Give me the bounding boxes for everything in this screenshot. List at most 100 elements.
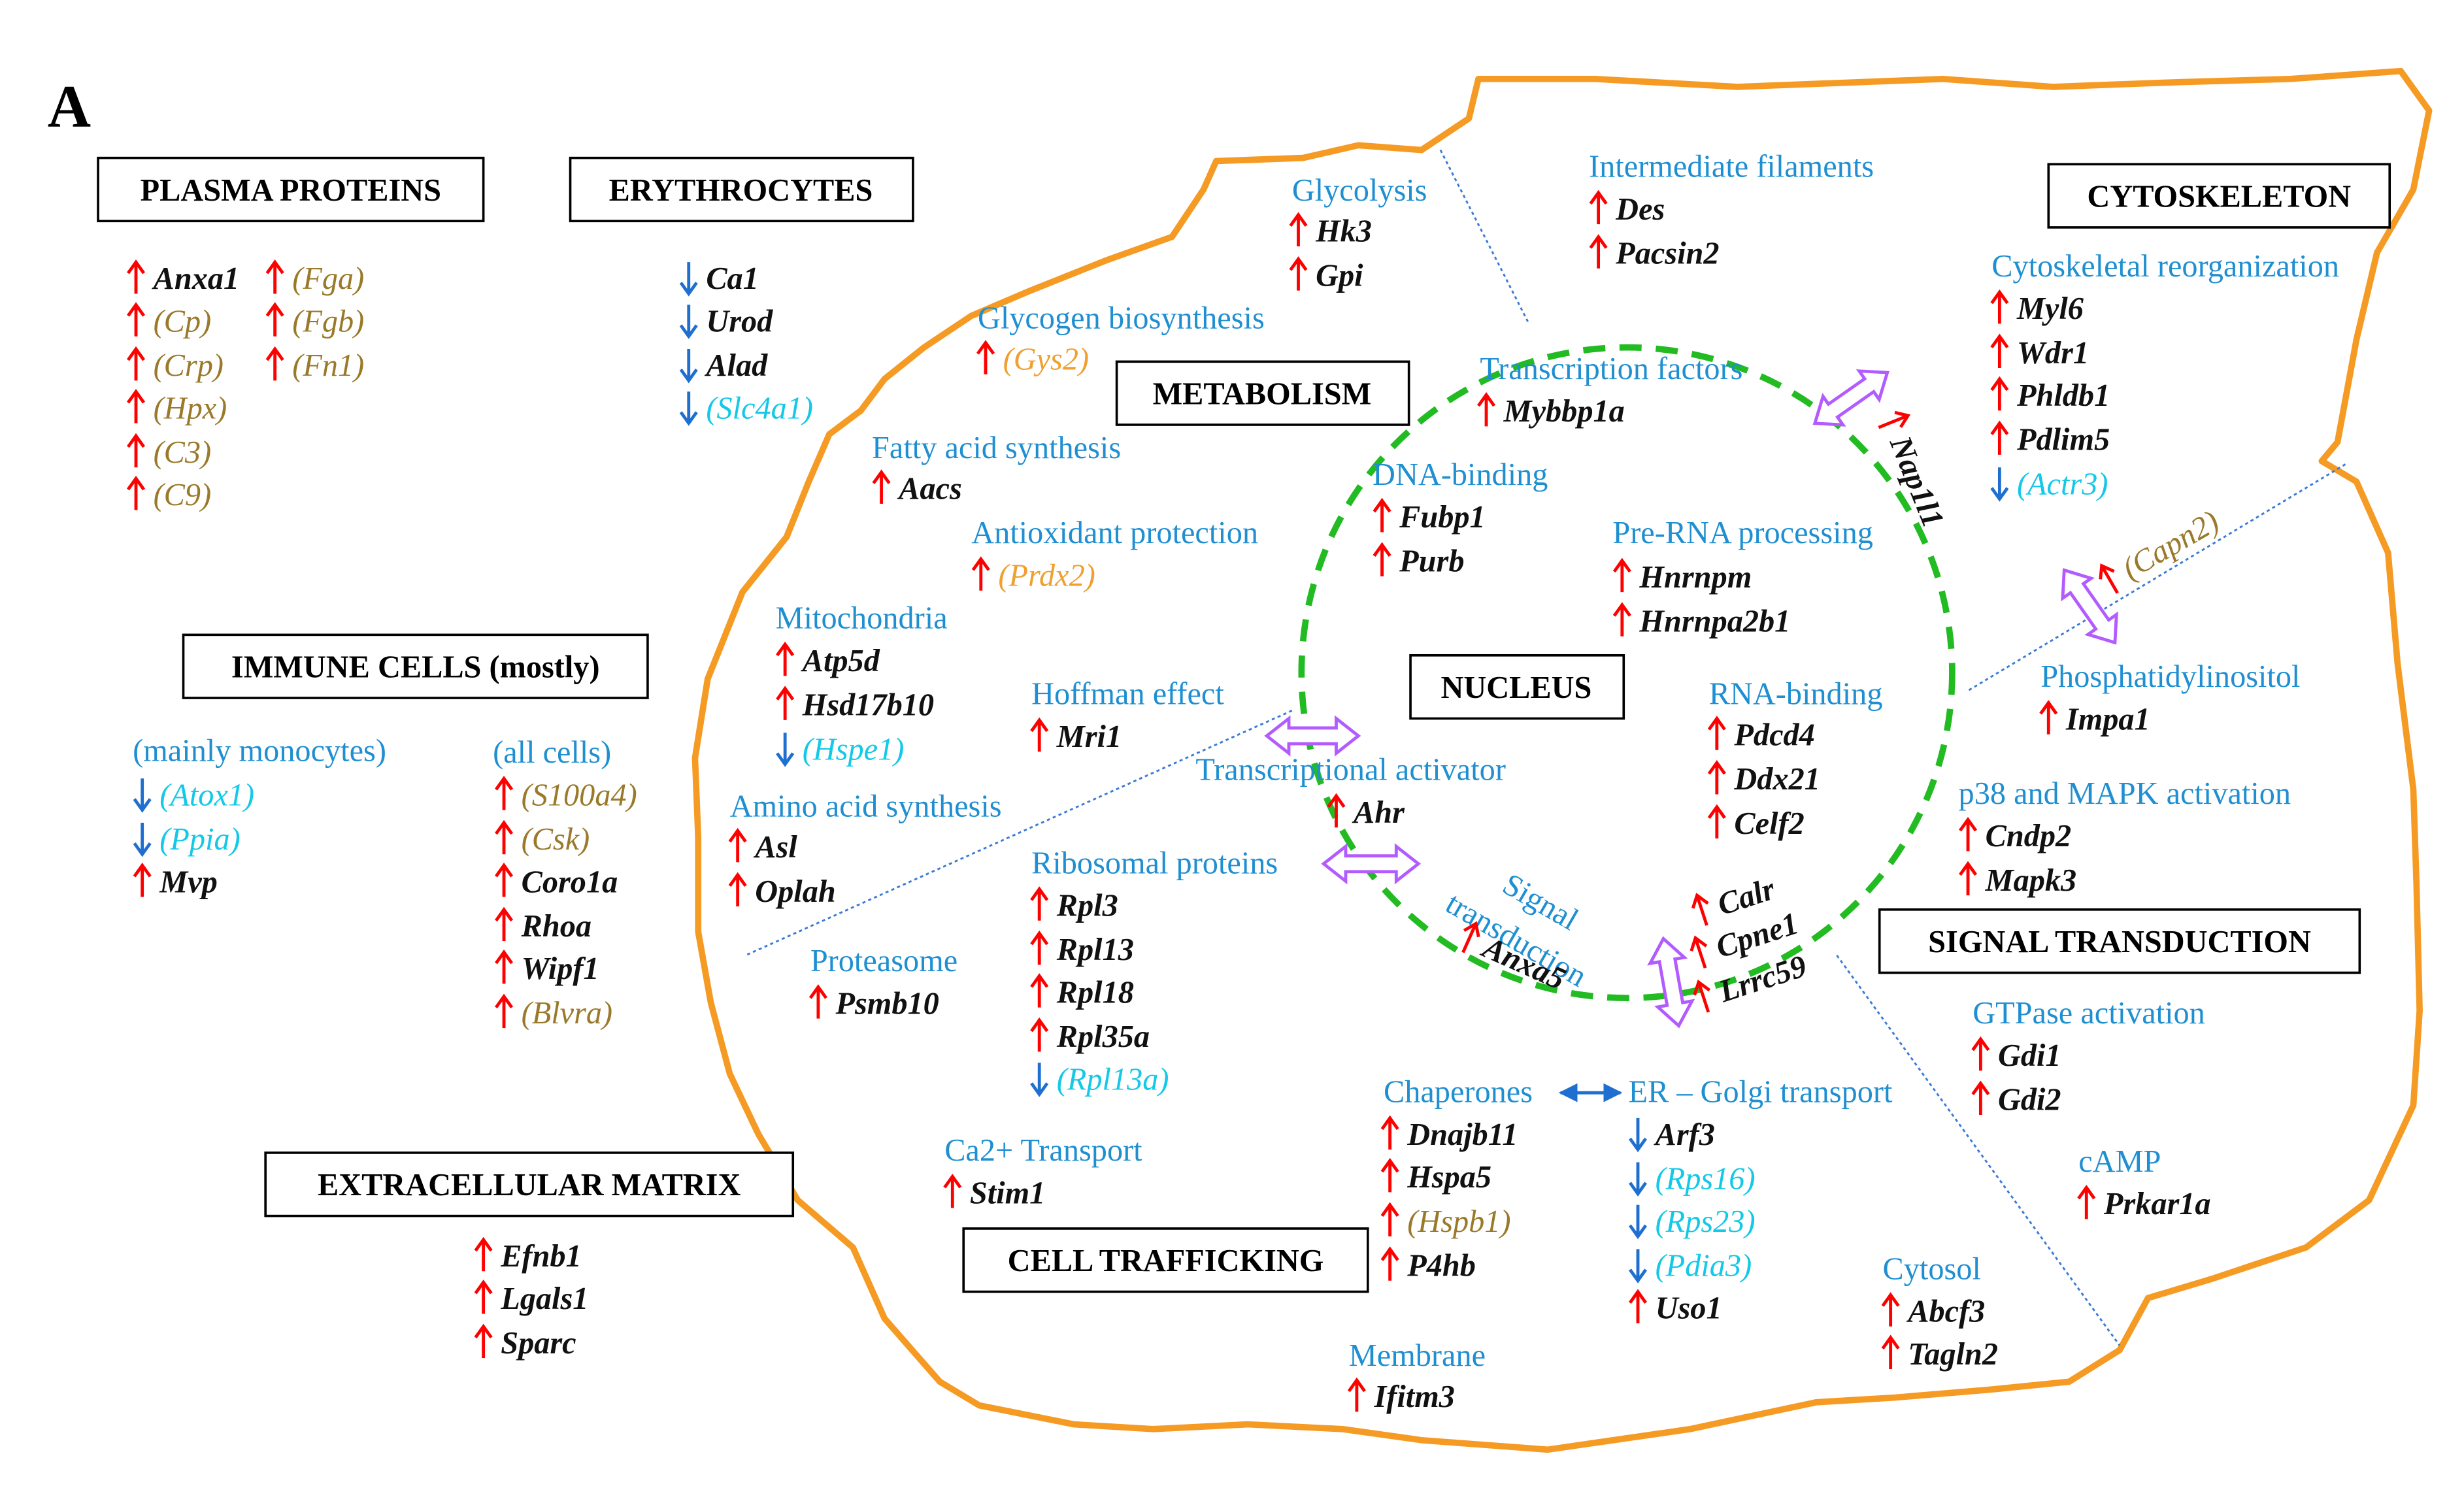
gene-name: Rpl35a xyxy=(1056,1019,1150,1054)
gene-name: Asl xyxy=(753,830,797,865)
up-arrow-icon xyxy=(1030,973,1049,1008)
up-arrow-icon xyxy=(1289,256,1308,291)
down-arrow-icon xyxy=(1628,1249,1648,1283)
up-arrow-icon xyxy=(1030,886,1049,921)
gene-name: Hsd17b10 xyxy=(802,688,934,723)
up-arrow-icon xyxy=(1971,1036,1990,1071)
gene-item: (Fn1) xyxy=(265,346,364,383)
gene-item: (Hpx) xyxy=(126,389,227,425)
gene-name: Aacs xyxy=(897,472,962,506)
gene-item: Mri1 xyxy=(1030,717,1122,754)
gene-name: Ca1 xyxy=(706,261,759,296)
gene-item: (Cp) xyxy=(126,302,211,339)
down-arrow-icon xyxy=(1628,1204,1648,1240)
gene-item: Urod xyxy=(679,304,773,339)
up-arrow-icon xyxy=(1612,602,1631,637)
up-arrow-icon xyxy=(2077,1184,2096,1219)
gene-name: (Ppia) xyxy=(159,822,240,857)
gene-name: Wipf1 xyxy=(522,951,599,986)
gene-name: (Fgb) xyxy=(292,304,364,339)
gene-name: Hnrnpa2b1 xyxy=(1639,604,1790,639)
gene-item: (Crp) xyxy=(126,346,224,383)
gene-name: Hnrnpm xyxy=(1639,560,1752,595)
gene-name: (Crp) xyxy=(154,348,224,383)
up-arrow-icon xyxy=(494,776,514,810)
box-extracellular-matrix: EXTRACELLULAR MATRIX xyxy=(264,1151,795,1217)
box-label-nucleus: NUCLEUS xyxy=(1441,670,1592,705)
gene-list: Anxa1(Cp)(Crp)(Hpx)(C3)(C9)(Fga)(Fgb)(Fn… xyxy=(126,190,2225,1414)
section-mitochondria: Mitochondria xyxy=(776,601,948,636)
gene-name: Phldb1 xyxy=(2016,378,2110,413)
down-arrow-icon xyxy=(679,349,698,384)
section-antioxidant-protection: Antioxidant protection xyxy=(971,516,1258,550)
gene-item: Hsd17b10 xyxy=(776,686,934,723)
gene-name: (Csk) xyxy=(522,822,590,857)
gene-name: Urod xyxy=(706,304,773,339)
up-arrow-icon xyxy=(1373,542,1391,576)
divider-metabolism-cytoskeleton xyxy=(1439,149,1530,325)
gene-name: (Hpx) xyxy=(154,391,227,425)
gene-item: Purb xyxy=(1373,542,1464,579)
box-immune-cells: IMMUNE CELLS (mostly) xyxy=(182,633,649,699)
section-cytosol: Cytosol xyxy=(1883,1251,1981,1286)
up-arrow-icon xyxy=(1881,1334,1900,1370)
up-arrow-icon xyxy=(2039,700,2058,735)
nap1l1-transport-arrow xyxy=(1812,369,1890,427)
box-label-erythrocytes: ERYTHROCYTES xyxy=(609,173,873,208)
down-arrow-icon xyxy=(1030,1063,1049,1097)
up-arrow-icon xyxy=(1289,212,1308,246)
gene-name: Oplah xyxy=(755,874,836,909)
up-arrow-icon xyxy=(474,1236,493,1272)
gene-item: Alad xyxy=(679,348,768,384)
down-arrow-icon xyxy=(1628,1117,1648,1153)
up-arrow-icon xyxy=(1589,190,1608,225)
double-arrow-icon xyxy=(1812,369,1890,427)
hoffman-transport-arrow xyxy=(1264,715,1361,757)
section-pre-rna-processing: Pre-RNA processing xyxy=(1612,516,1873,550)
box-label-plasma-proteins: PLASMA PROTEINS xyxy=(141,173,441,208)
nucleus-membrane xyxy=(1298,344,1956,1002)
gene-name: Uso1 xyxy=(1656,1291,1722,1326)
calr-transport-arrow xyxy=(1647,936,1695,1029)
gene-name: (S100a4) xyxy=(522,778,637,812)
gene-name: Anxa1 xyxy=(152,261,240,296)
up-arrow-icon xyxy=(494,819,514,855)
section-er-golgi: ER – Golgi transport xyxy=(1629,1075,1893,1110)
double-arrow-icon xyxy=(1647,936,1695,1029)
gene-name: Efnb1 xyxy=(500,1239,582,1274)
gene-item: Rhoa xyxy=(494,906,591,944)
gene-item: Hnrnpa2b1 xyxy=(1612,602,1790,639)
gene-item: (Blvra) xyxy=(494,993,612,1031)
gene-item: (Pdia3) xyxy=(1628,1248,1752,1283)
up-arrow-icon xyxy=(494,906,514,942)
gene-item: Fubp1 xyxy=(1373,497,1486,535)
gene-item: (Atox1) xyxy=(133,778,254,813)
panel-label: A xyxy=(48,73,91,139)
gene-name: Psmb10 xyxy=(835,986,939,1021)
gene-item: (Hspb1) xyxy=(1380,1202,1511,1239)
gene-item: Efnb1 xyxy=(474,1236,582,1274)
box-label-metabolism: METABOLISM xyxy=(1153,377,1372,412)
gene-name: Alad xyxy=(704,348,768,383)
up-arrow-icon xyxy=(1373,497,1391,533)
up-arrow-icon xyxy=(1990,333,2009,369)
up-arrow-icon xyxy=(1030,717,1049,752)
ribosomal-transport-arrow xyxy=(1321,843,1422,885)
up-arrow-icon xyxy=(1958,861,1978,896)
box-label-immune-cells: IMMUNE CELLS (mostly) xyxy=(231,650,600,685)
gene-item: Psmb10 xyxy=(808,984,939,1021)
gene-item: Mybbp1a xyxy=(1476,391,1625,429)
gene-name: Cndp2 xyxy=(1986,819,2072,853)
section-all-cells: (all cells) xyxy=(493,735,611,770)
gene-name: Pdlim5 xyxy=(2016,423,2110,457)
section-amino-acid-synthesis: Amino acid synthesis xyxy=(730,789,1002,823)
gene-name: Gdi1 xyxy=(1998,1038,2061,1073)
up-arrow-icon xyxy=(1990,376,2009,411)
up-arrow-icon xyxy=(494,863,514,897)
up-arrow-icon xyxy=(126,476,146,510)
section-glycolysis: Glycolysis xyxy=(1292,173,1427,208)
up-arrow-icon xyxy=(1707,759,1726,795)
gene-name: Stim1 xyxy=(970,1176,1045,1210)
gene-item: Mapk3 xyxy=(1958,861,2076,898)
